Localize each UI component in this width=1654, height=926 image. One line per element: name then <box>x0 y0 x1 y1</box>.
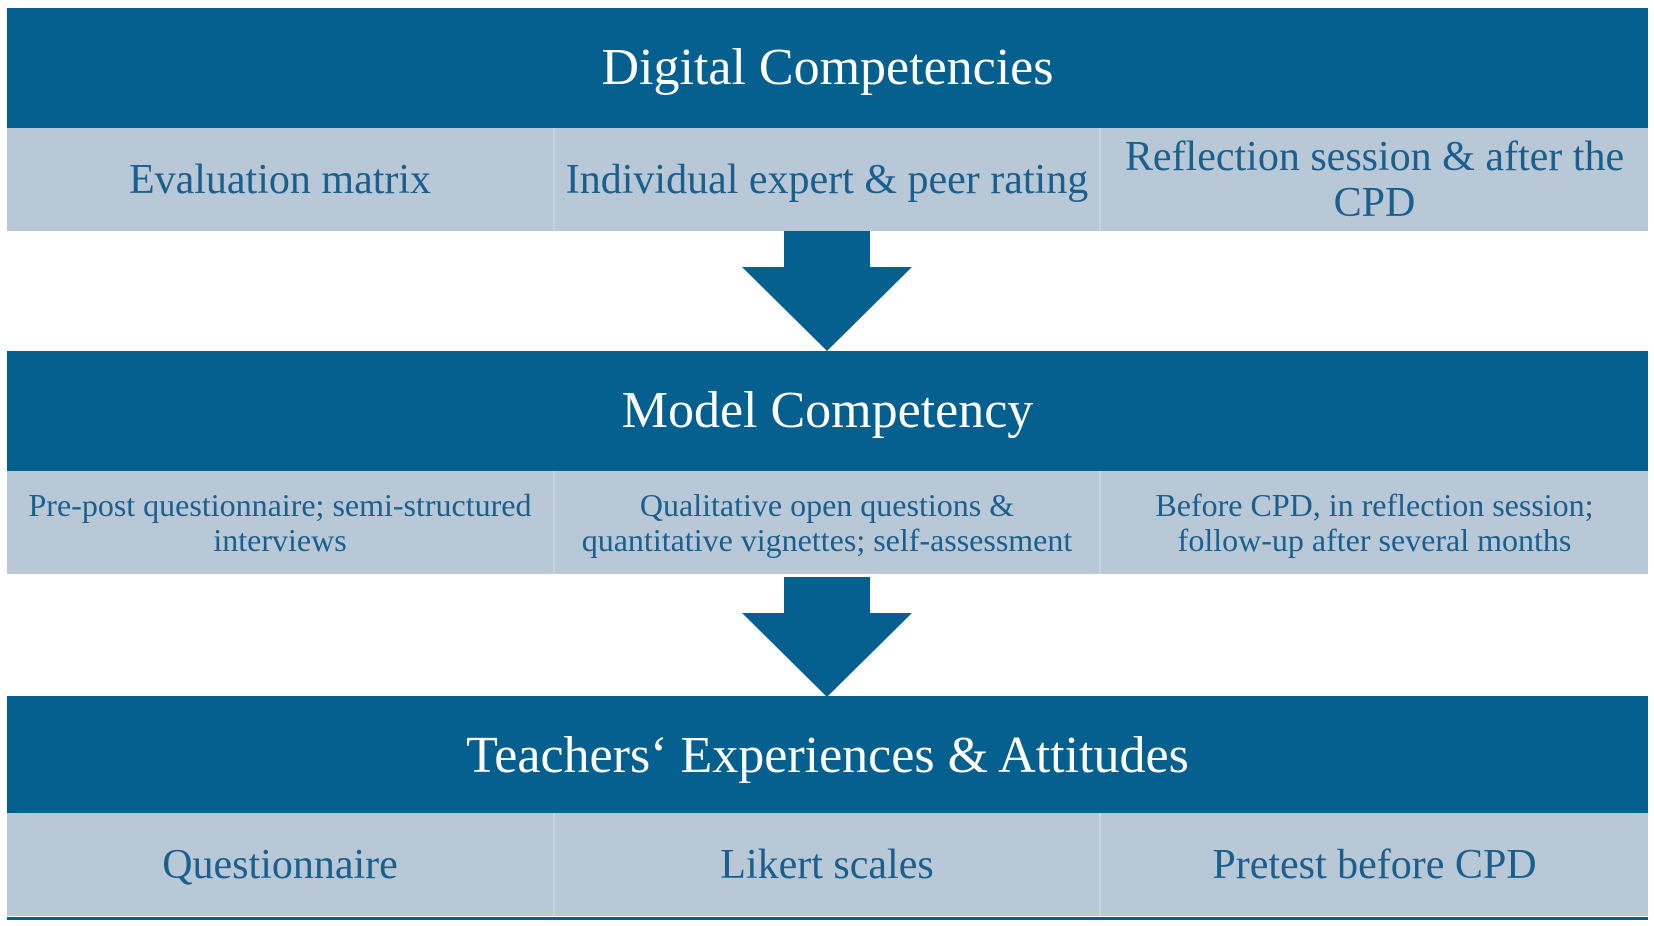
section-1-row: Evaluation matrix Individual expert & pe… <box>7 128 1648 231</box>
down-arrow-icon <box>742 231 912 351</box>
section-3-header: Teachers‘ Experiences & Attitudes <box>7 696 1648 816</box>
section-3-row: Questionnaire Likert scales Pretest befo… <box>7 813 1648 916</box>
section-1-header: Digital Competencies <box>7 8 1648 128</box>
down-arrow-icon <box>742 577 912 697</box>
section-1-cell-2: Individual expert & peer rating <box>553 128 1099 231</box>
section-3-cell-1: Questionnaire <box>7 813 553 916</box>
bottom-divider <box>7 917 1648 920</box>
section-2-cell-1: Pre-post questionnaire; semi-structured … <box>7 471 553 574</box>
section-2-cell-3: Before CPD, in reflection session; follo… <box>1099 471 1648 574</box>
section-2-row: Pre-post questionnaire; semi-structured … <box>7 471 1648 574</box>
section-3-cell-3: Pretest before CPD <box>1099 813 1648 916</box>
section-2-header: Model Competency <box>7 351 1648 471</box>
section-1-cell-1: Evaluation matrix <box>7 128 553 231</box>
section-2-cell-2: Qualitative open questions & quantitativ… <box>553 471 1099 574</box>
section-3-cell-2: Likert scales <box>553 813 1099 916</box>
section-1-cell-3: Reflection session & after the CPD <box>1099 128 1648 231</box>
